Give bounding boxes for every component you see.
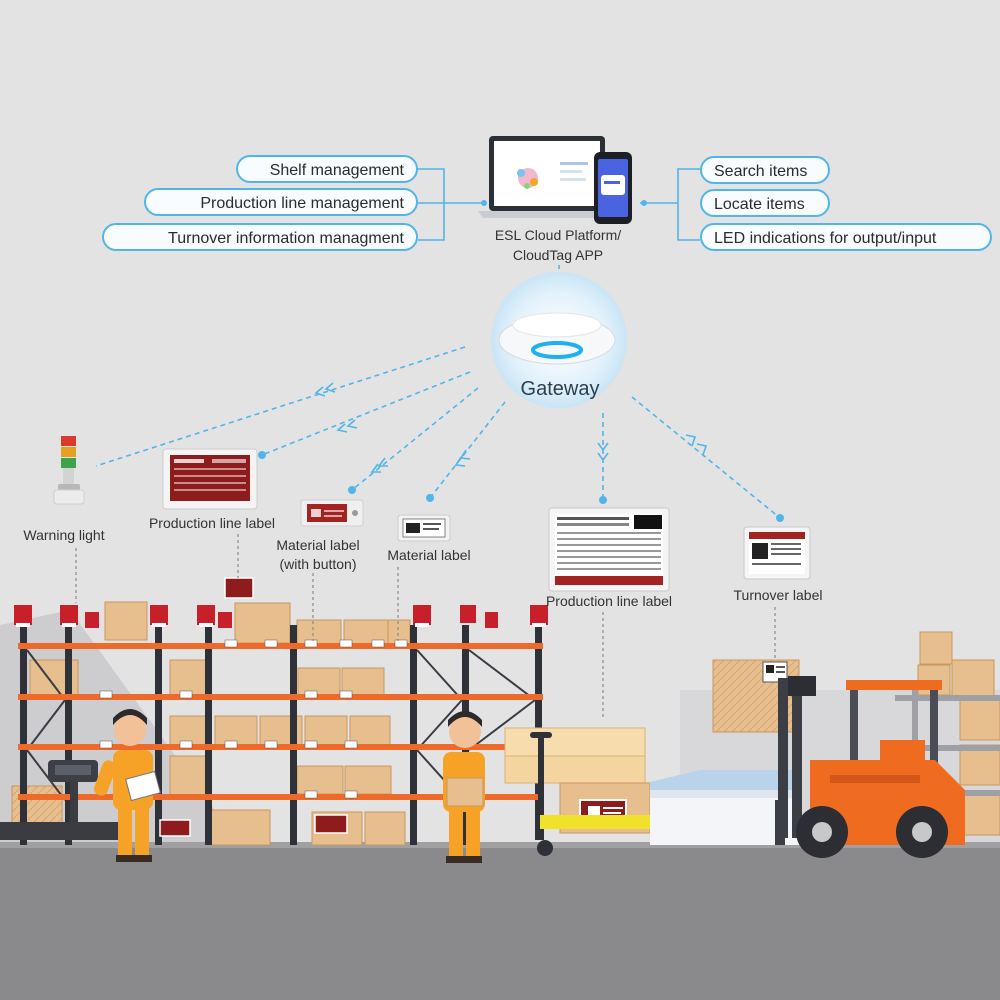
platform-caption-line-2: CloudTag APP xyxy=(512,247,604,263)
label-material-with-button-line-1: Material label xyxy=(276,537,360,553)
label-material-with-button-line-2: (with button) xyxy=(279,556,357,572)
right-bracket xyxy=(677,168,700,241)
rack-warning-lights xyxy=(14,605,548,628)
feature-shelf-management: Shelf management xyxy=(236,155,418,183)
turnover-label-device xyxy=(743,526,811,580)
feature-led-indications: LED indications for output/input xyxy=(700,223,992,251)
connector-dot-left xyxy=(481,200,487,206)
wireless-chevrons xyxy=(314,382,708,473)
platform-caption: ESL Cloud Platform/ CloudTag APP xyxy=(468,225,648,265)
label-production-line-1: Production line label xyxy=(148,515,276,531)
warning-light-icon xyxy=(53,436,85,505)
laptop-icon xyxy=(478,136,616,218)
worker-with-clipboard xyxy=(93,709,161,862)
link-material-button xyxy=(351,387,479,491)
production-line-label-2-device xyxy=(548,507,670,592)
forklift xyxy=(775,676,965,858)
link-material-label xyxy=(429,401,506,499)
feature-production-line-management: Production line management xyxy=(144,188,418,216)
worker-with-box xyxy=(443,711,485,863)
label-turnover: Turnover label xyxy=(733,587,823,603)
platform-caption-line-1: ESL Cloud Platform/ xyxy=(494,227,622,243)
wireless-links xyxy=(95,346,781,519)
gateway-label: Gateway xyxy=(520,378,600,400)
weighing-cart xyxy=(0,760,130,840)
link-production-label-1 xyxy=(261,371,471,456)
link-endpoints xyxy=(258,451,784,522)
production-line-label-1-device xyxy=(162,448,258,510)
right-storage xyxy=(712,631,1000,845)
leader-lines xyxy=(75,534,776,720)
link-warning-light xyxy=(95,346,466,467)
gateway-device xyxy=(491,272,627,408)
pallet-jack xyxy=(504,727,660,856)
connector-dot-right xyxy=(641,200,647,206)
feature-turnover-information-management: Turnover information managment xyxy=(102,223,418,251)
link-turnover-label xyxy=(631,396,781,519)
label-production-line-2: Production line label xyxy=(545,593,673,609)
phone-icon xyxy=(594,152,632,224)
feature-search-items: Search items xyxy=(700,156,830,184)
left-bracket xyxy=(418,168,445,241)
label-material-with-button: Material label (with button) xyxy=(258,536,378,574)
feature-locate-items: Locate items xyxy=(700,189,830,217)
material-label-device xyxy=(397,514,451,542)
label-material: Material label xyxy=(387,547,471,563)
material-label-button-device xyxy=(300,499,364,527)
warehouse-floor xyxy=(0,845,1000,1000)
storage-racks xyxy=(11,577,548,846)
label-warning-light: Warning light xyxy=(23,527,105,543)
